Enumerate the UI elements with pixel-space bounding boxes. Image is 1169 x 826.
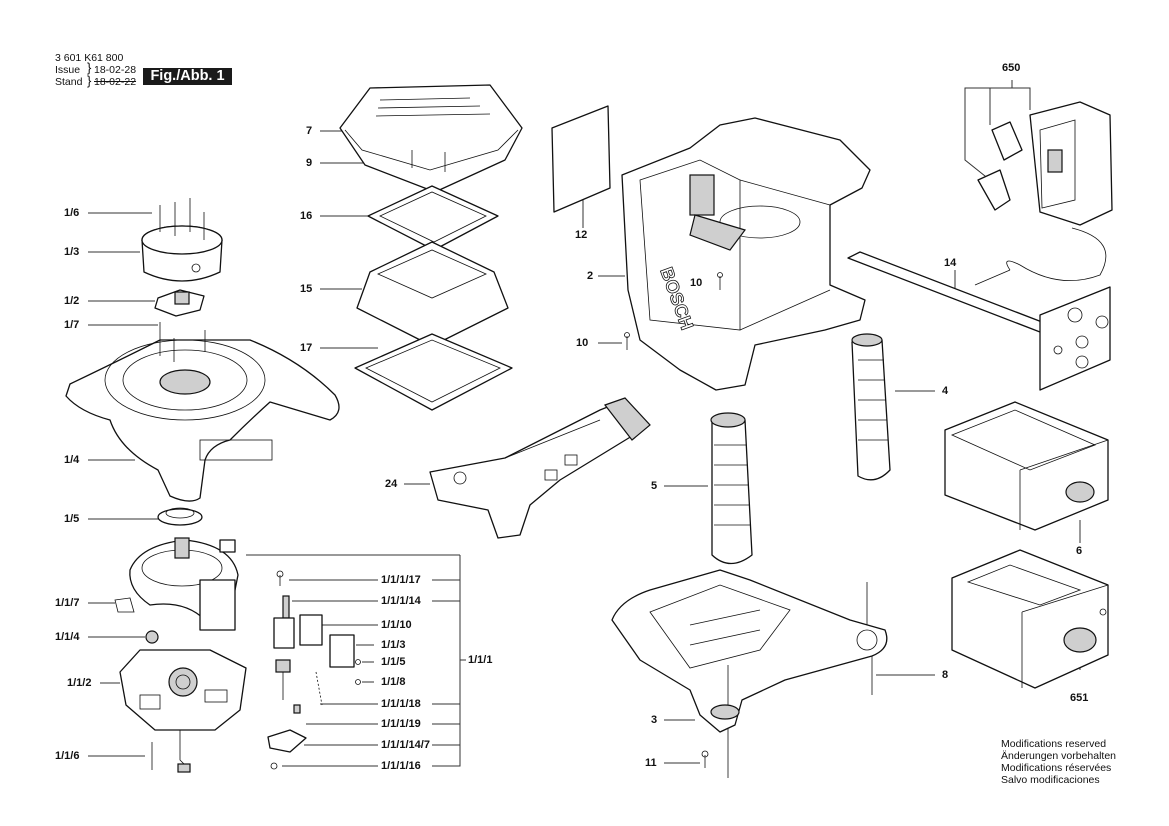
label-10-lower: 10 <box>576 337 589 349</box>
battery-large-part <box>851 333 891 481</box>
clamp-part <box>154 289 205 317</box>
issue-label: Issue <box>55 64 81 76</box>
label-1-1-1-17: 1/1/1/17 <box>381 574 421 586</box>
label-1-1-1: 1/1/1 <box>468 654 493 666</box>
battery-box-closed-part <box>951 549 1109 689</box>
label-7: 7 <box>306 125 313 137</box>
base-tripod-part <box>611 569 888 778</box>
label-12: 12 <box>575 229 588 241</box>
label-1-1-4: 1/1/4 <box>55 631 80 643</box>
issue-date: 18-02-28 <box>94 64 137 76</box>
label-1-1-3: 1/1/3 <box>381 639 406 651</box>
brace-mark-2: } <box>87 73 92 88</box>
label-1-3: 1/3 <box>64 246 80 258</box>
label-1-1-1-18: 1/1/1/18 <box>381 698 421 710</box>
stand-date: 18-02-22 <box>94 76 137 88</box>
screws-10 <box>624 272 723 350</box>
brace-mark: } <box>87 60 92 75</box>
prism-window-part <box>356 241 509 347</box>
label-sticker-part <box>551 105 611 213</box>
label-1-1-1-14-7: 1/1/1/14/7 <box>381 739 430 751</box>
cover-cap-part <box>141 198 223 282</box>
note-line-en: Modifications reserved <box>1001 738 1107 750</box>
label-1-1-2: 1/1/2 <box>67 677 92 689</box>
label-1-1-7: 1/1/7 <box>55 597 80 609</box>
label-17: 17 <box>300 342 313 354</box>
ring-part <box>157 507 203 526</box>
label-2: 2 <box>587 270 594 282</box>
stand-label: Stand <box>55 76 83 88</box>
figure-label: Fig./Abb. 1 <box>143 68 232 85</box>
label-3: 3 <box>651 714 658 726</box>
label-650: 650 <box>1002 62 1021 74</box>
gasket-part <box>354 333 513 411</box>
label-1-1-5: 1/1/5 <box>381 656 406 668</box>
note-line-es: Salvo modificaciones <box>1001 774 1100 786</box>
label-16: 16 <box>300 210 313 222</box>
label-1-1-10: 1/1/10 <box>381 619 412 631</box>
label-14: 14 <box>944 257 957 269</box>
rotor-assembly-part <box>114 537 239 644</box>
label-24: 24 <box>385 478 398 490</box>
label-1-2: 1/2 <box>64 295 80 307</box>
housing-part: BOSCH <box>621 117 871 391</box>
charger-part <box>974 101 1113 286</box>
label-11: 11 <box>645 757 657 769</box>
remote-panel-part <box>847 251 1111 391</box>
label-1-4: 1/4 <box>64 454 80 466</box>
label-1-1-6: 1/1/6 <box>55 750 80 762</box>
label-1-1-1-16: 1/1/1/16 <box>381 760 421 772</box>
label-4: 4 <box>942 385 949 397</box>
document-number: 3 601 K61 800 <box>55 52 124 64</box>
label-10-upper: 10 <box>690 277 703 289</box>
top-cover-part <box>339 84 523 193</box>
screw-set <box>267 570 361 770</box>
leader-lines <box>88 80 1081 767</box>
base-plate-part <box>65 322 340 502</box>
label-1-1-8: 1/1/8 <box>381 676 406 688</box>
label-9: 9 <box>306 157 313 169</box>
circuit-board-part <box>119 649 247 773</box>
wall-bracket-part <box>429 397 651 539</box>
note-line-fr: Modifications réservées <box>1001 762 1112 774</box>
label-8: 8 <box>942 669 949 681</box>
window-frame-part <box>367 185 499 251</box>
label-1-7: 1/7 <box>64 319 80 331</box>
label-651: 651 <box>1070 692 1089 704</box>
label-1-1-1-14: 1/1/1/14 <box>381 595 421 607</box>
label-6: 6 <box>1076 545 1083 557</box>
label-15: 15 <box>300 283 313 295</box>
label-5: 5 <box>651 480 658 492</box>
label-1-1-1-19: 1/1/1/19 <box>381 718 421 730</box>
battery-box-open-part <box>944 401 1109 531</box>
label-1-5: 1/5 <box>64 513 80 525</box>
battery-small-part <box>710 412 753 565</box>
note-line-de: Änderungen vorbehalten <box>1001 750 1117 762</box>
label-1-6: 1/6 <box>64 207 80 219</box>
